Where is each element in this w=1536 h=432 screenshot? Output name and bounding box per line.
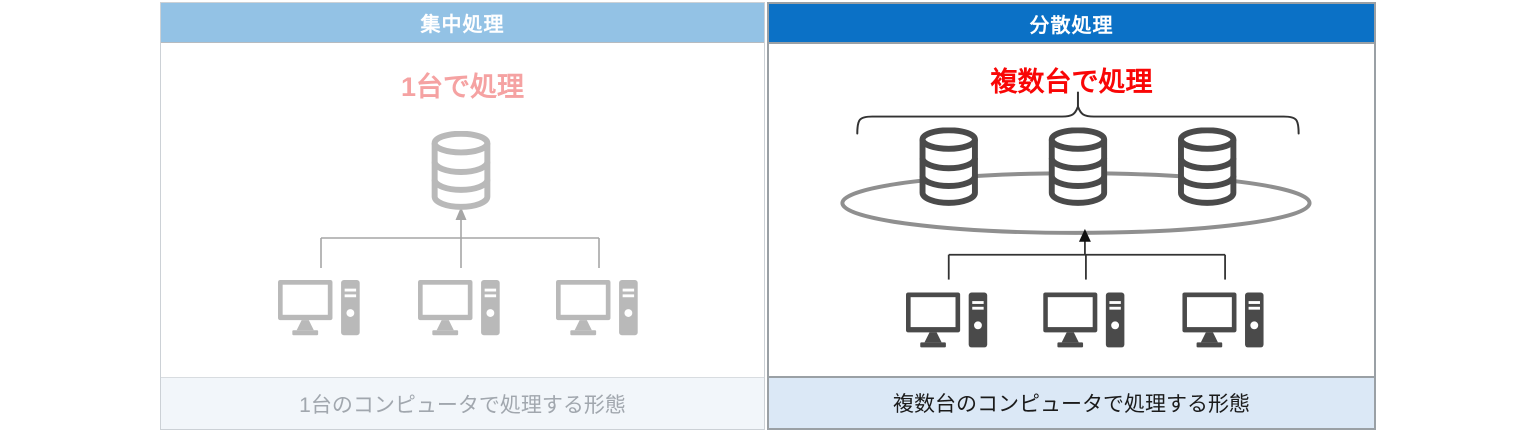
computer-icon: [418, 280, 500, 336]
computer-icon: [278, 280, 360, 336]
centralized-panel: 集中処理 1台で処理: [160, 2, 765, 430]
connector-lines: [947, 239, 1226, 280]
computer-icon: [1182, 292, 1264, 348]
centralized-header-label: 集中処理: [420, 14, 505, 36]
database-icon: [1181, 130, 1233, 203]
distributed-diagram-area: 複数台で処理: [769, 44, 1374, 376]
distributed-panel: 分散処理 複数台で処理: [767, 2, 1376, 430]
horizontal-curly-brace: [856, 103, 1300, 135]
database-icon: [923, 130, 975, 203]
centralized-caption: 1台で処理: [400, 72, 525, 102]
distributed-caption: 複数台で処理: [990, 67, 1153, 97]
up-arrow-icon: [455, 207, 467, 220]
computer-icon: [1043, 292, 1125, 348]
centralized-diagram: [278, 43, 638, 336]
distributed-footer: 複数台のコンピュータで処理する形態: [769, 376, 1374, 428]
computer-icon: [556, 280, 638, 336]
computer-icon: [905, 292, 988, 348]
distributed-diagram: [840, 91, 1312, 348]
up-arrow-icon: [1078, 228, 1091, 242]
centralized-diagram-area: 1台で処理: [161, 43, 764, 377]
database-icon: [1052, 130, 1104, 203]
distributed-footer-label: 複数台のコンピュータで処理する形態: [893, 393, 1250, 416]
centralized-footer: 1台のコンピュータで処理する形態: [161, 377, 764, 429]
database-icon: [435, 134, 488, 207]
distributed-header: 分散処理: [769, 4, 1374, 44]
centralized-header: 集中処理: [161, 3, 764, 43]
distributed-header-label: 分散処理: [1029, 14, 1114, 37]
centralized-footer-label: 1台のコンピュータで処理する形態: [299, 393, 626, 417]
connector-lines: [320, 218, 600, 268]
